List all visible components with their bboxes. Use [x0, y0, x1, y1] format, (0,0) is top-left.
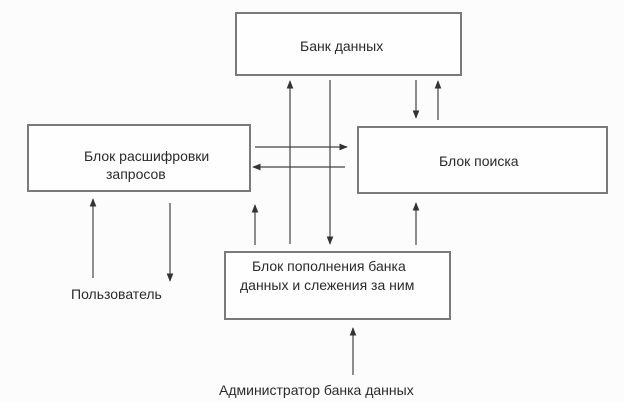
node-search-block	[357, 126, 608, 194]
node-data-bank-label: Банк данных	[300, 38, 384, 54]
node-data-bank	[235, 12, 462, 76]
actor-user-label: Пользователь	[71, 286, 162, 302]
node-update-monitor-label-line1: Блок пополнения банка	[252, 258, 406, 274]
node-update-monitor-label-line2: данных и слежения за ним	[240, 277, 415, 293]
node-query-decoder-label-line1: Блок расшифровки	[84, 148, 210, 164]
node-query-decoder	[27, 124, 251, 192]
actor-admin-label: Администратор банка данных	[219, 382, 414, 398]
node-query-decoder-label-line2: запросов	[106, 166, 166, 182]
node-update-monitor-block	[224, 251, 451, 320]
node-search-block-label: Блок поиска	[439, 153, 519, 169]
